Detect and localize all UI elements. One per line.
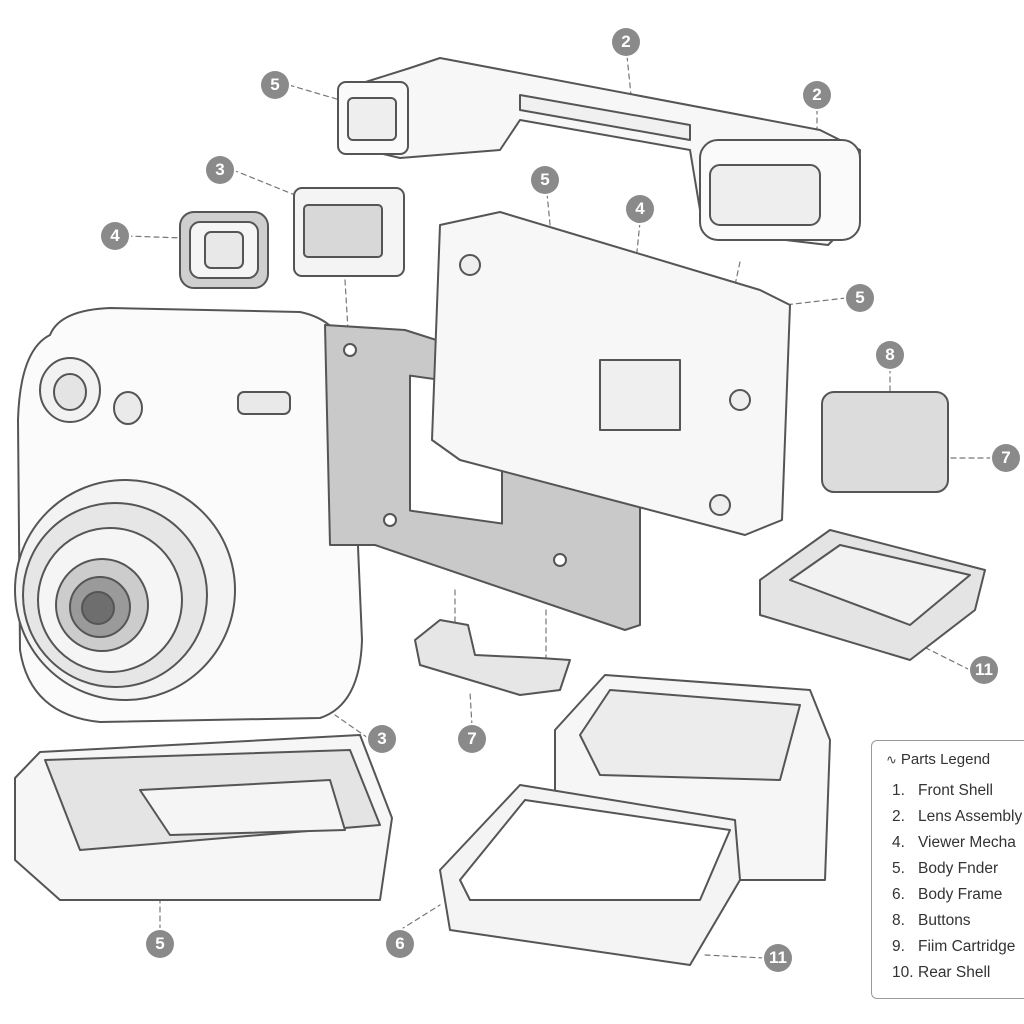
legend-item: 1.Front Shell — [892, 782, 993, 799]
leader-lines — [126, 55, 993, 959]
callout-part-3-bottom: 3 — [368, 725, 396, 753]
rear-shell-part — [439, 674, 831, 966]
button-block-part — [821, 391, 949, 493]
legend-item: 2.Lens Assembly — [892, 808, 1023, 825]
legend-item: 8.Buttons — [892, 912, 971, 929]
legend-item: 9.Fiim Cartridge — [892, 938, 1016, 955]
viewer-block-part — [293, 187, 405, 277]
callout-part-5-right: 5 — [846, 284, 874, 312]
callout-part-3: 3 — [206, 156, 234, 184]
legend-item: 5.Body Fnder — [892, 860, 999, 877]
callout-part-11-right: 11 — [970, 656, 998, 684]
callout-part-7-right: 7 — [992, 444, 1020, 472]
rear-tray-part — [14, 734, 393, 901]
callout-part-7-bottom: 7 — [458, 725, 486, 753]
viewfinder-bar-part — [337, 57, 861, 246]
legend-item: 4.Viewer Mecha — [892, 834, 1016, 851]
callout-part-6-bottom: 6 — [386, 930, 414, 958]
callout-part-8: 8 — [876, 341, 904, 369]
body-finder-part — [431, 211, 791, 536]
camera-body-part — [14, 307, 363, 723]
callout-part-5-bottomleft: 5 — [146, 930, 174, 958]
callout-part-2-top: 2 — [612, 28, 640, 56]
wave-icon: ∿ — [886, 752, 897, 767]
callout-part-2-right: 2 — [803, 81, 831, 109]
legend-title: ∿Parts Legend — [886, 751, 991, 768]
legend-item: 6.Body Frame — [892, 886, 1003, 903]
parts-legend: ∿Parts Legend 1.Front Shell 2.Lens Assem… — [871, 740, 1024, 999]
eyepiece-part — [179, 211, 269, 289]
callout-part-4-center: 4 — [626, 195, 654, 223]
callout-part-5-center: 5 — [531, 166, 559, 194]
callout-part-4-left: 4 — [101, 222, 129, 250]
callout-part-11-bottom: 11 — [764, 944, 792, 972]
legend-item: 10.Rear Shell — [892, 964, 991, 981]
callout-part-5-topleft: 5 — [261, 71, 289, 99]
film-cartridge-part — [759, 529, 986, 661]
bracket-part — [414, 619, 571, 696]
legend-list: 1.Front Shell 2.Lens Assembly 4.Viewer M… — [892, 778, 1022, 986]
